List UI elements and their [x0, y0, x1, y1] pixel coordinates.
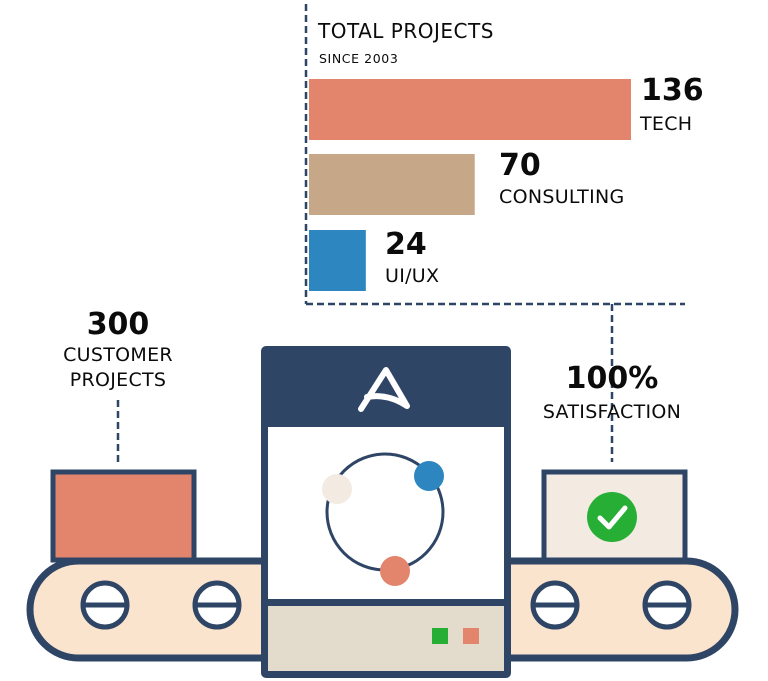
input-project-box — [50, 469, 197, 563]
satisfaction-percent: 100% — [565, 361, 659, 396]
bar-consulting — [309, 154, 475, 215]
roller-3 — [530, 580, 580, 630]
satisfaction-label: SATISFACTION — [542, 401, 682, 423]
cycle-icon — [322, 452, 445, 586]
bar-value-uiux: 24 — [385, 227, 427, 262]
roller-2 — [192, 580, 242, 630]
status-light-orange — [463, 628, 479, 644]
roller-1 — [80, 580, 130, 630]
bar-label-consulting: CONSULTING — [499, 186, 625, 208]
status-light-green — [432, 628, 448, 644]
customer-projects-count: 300 — [86, 307, 150, 342]
bar-tech — [309, 79, 631, 140]
bar-uiux — [309, 230, 366, 291]
bar-value-consulting: 70 — [499, 148, 541, 183]
bar-label-tech: TECH — [640, 113, 693, 135]
customer-projects-label-2: PROJECTS — [69, 369, 167, 391]
customer-projects-label-1: CUSTOMER — [63, 344, 173, 366]
roller-4 — [642, 580, 692, 630]
satisfaction-block: 100% SATISFACTION — [522, 364, 702, 425]
bar-label-uiux: UI/UX — [385, 265, 440, 287]
chart-subtitle: SINCE 2003 — [319, 51, 399, 66]
checkmark-icon — [587, 492, 637, 542]
bar-value-tech: 136 — [641, 73, 704, 108]
chart-bars — [309, 79, 631, 291]
a-logo-icon — [358, 367, 410, 412]
chart-title: TOTAL PROJECTS — [318, 19, 494, 43]
customer-projects-block: 300 CUSTOMER PROJECTS — [18, 310, 218, 393]
